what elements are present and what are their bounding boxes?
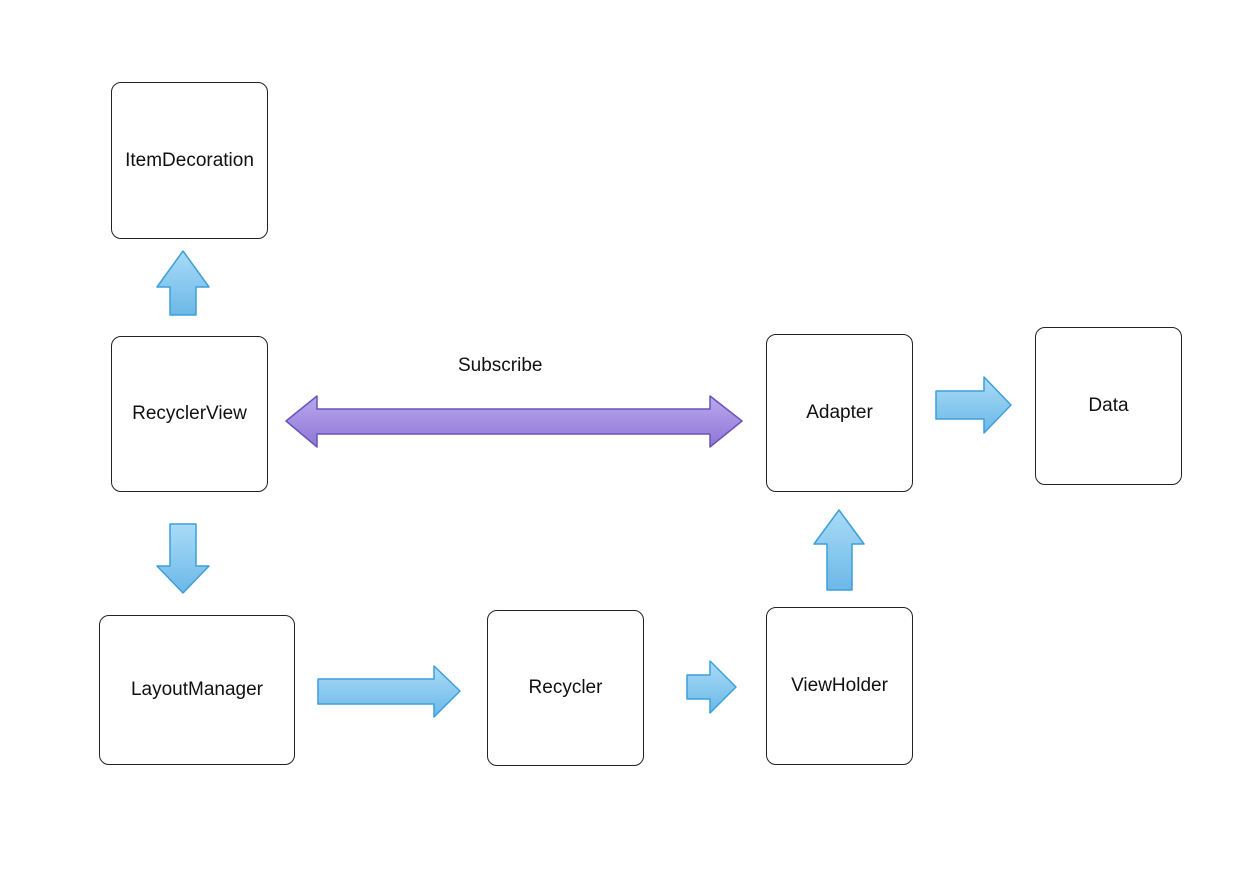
node-recycler-view: RecyclerView xyxy=(111,336,268,492)
arrow-viewholder-to-adapter xyxy=(813,509,865,591)
node-item-decoration: ItemDecoration xyxy=(111,82,268,239)
node-label: ItemDecoration xyxy=(125,149,254,171)
arrow-adapter-to-data xyxy=(935,376,1012,434)
node-label: RecyclerView xyxy=(132,403,247,424)
node-view-holder: ViewHolder xyxy=(766,607,913,765)
arrow-recyclerview-to-itemdecoration xyxy=(156,250,210,316)
node-adapter: Adapter xyxy=(766,334,913,492)
arrow-recycler-to-viewholder xyxy=(686,660,737,714)
double-arrow-subscribe xyxy=(285,395,743,448)
node-label: ViewHolder xyxy=(791,675,888,696)
node-label: Adapter xyxy=(806,402,873,423)
node-layout-manager: LayoutManager xyxy=(99,615,295,765)
node-label: Recycler xyxy=(528,677,603,698)
arrow-layoutmanager-to-recycler xyxy=(317,665,461,718)
arrow-recyclerview-to-layoutmanager xyxy=(156,523,210,594)
node-label: Data xyxy=(1088,395,1129,416)
node-data: Data xyxy=(1035,327,1182,485)
node-label: LayoutManager xyxy=(130,679,264,700)
node-recycler: Recycler xyxy=(487,610,644,766)
subscribe-label: Subscribe xyxy=(458,355,543,376)
